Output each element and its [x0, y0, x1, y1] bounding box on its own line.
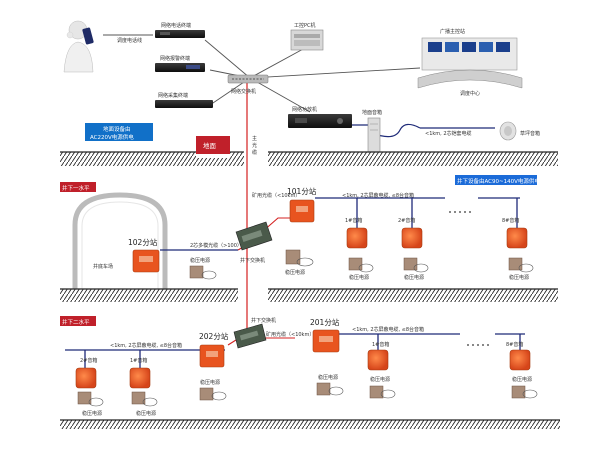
net-switch-label: 网络交换机: [231, 88, 256, 95]
level1-speaker-2-psu: 稳压电源: [404, 274, 424, 281]
main-fiber-label-1: 主: [252, 135, 257, 142]
lawn-speaker-label: 草坪音箱: [520, 130, 540, 137]
main-fiber-label-2: 光: [252, 142, 257, 149]
svg-text:井下设备由AC90~140V电源供电: 井下设备由AC90~140V电源供电: [457, 177, 540, 185]
level1-cables: [160, 197, 520, 251]
station-202-label: 202分站: [199, 331, 229, 341]
level2-right-speaker-1-label: 1#音箱: [372, 341, 389, 348]
level2-left-speaker-2: [75, 367, 104, 407]
level1-speaker-8: [506, 227, 534, 273]
station-101-box: [289, 199, 315, 223]
net-collect-terminal-label: 网络采集终端: [158, 92, 188, 99]
net-switch-device: [227, 74, 269, 84]
level1-ceiling-band: [60, 158, 558, 166]
level2-dots: [467, 344, 489, 346]
station-201-psu: [316, 382, 344, 396]
level2-right-speaker-8-psu: 稳压电源: [512, 376, 532, 383]
surface-cable-label: <1km, 2芯铠套电缆: [425, 130, 472, 137]
level1-power-note: 井下设备由AC90~140V电源供电: [455, 175, 540, 185]
level2-tag: 井下二水平: [60, 316, 96, 326]
level1-switch-label: 井下交换机: [240, 257, 265, 264]
net-collect-terminal-device: [155, 100, 213, 108]
dispatch-phone-line-label: 调度电话线: [117, 37, 142, 44]
net-alarm-terminal-label: 网络报警终端: [160, 55, 190, 62]
level2-ceiling-band: [60, 294, 558, 302]
dispatcher-phone-illustration: [63, 20, 94, 73]
level1-speaker-1-label: 1#音箱: [345, 217, 362, 224]
level2-right-speaker-8: [509, 349, 538, 399]
level2-left-speaker-1: [129, 367, 158, 407]
industrial-pc-label: 工控PC机: [294, 22, 316, 29]
ground-surface-band: 地面: [60, 136, 558, 162]
lawn-speaker-device: [499, 121, 517, 141]
station-201-label: 201分站: [310, 317, 340, 327]
ground-speaker-box-device: [367, 117, 381, 157]
station-102-psu: [189, 265, 217, 280]
shaft-yard-arch: [72, 192, 168, 290]
level2-right-speaker-1: [367, 349, 396, 399]
station-101-psu: [285, 249, 314, 267]
net-amplifier-label: 网络功放机: [292, 106, 317, 113]
level1-speaker-2-label: 2#音箱: [398, 217, 415, 224]
station-101-psu-label: 稳压电源: [285, 269, 305, 276]
level1-speaker-2: [401, 227, 429, 273]
station-202-psu-label: 稳压电源: [200, 379, 220, 386]
level1-speaker-1: [346, 227, 374, 273]
dispatch-center-label: 调度中心: [460, 90, 480, 97]
industrial-pc-device: [290, 29, 324, 51]
net-phone-terminal-device: [155, 30, 205, 38]
station-102-box: [132, 249, 160, 273]
shaft-yard-label: 井底车场: [93, 263, 113, 270]
level2-floor-band: [60, 419, 560, 429]
station-101-cable-label: <1km, 2芯屏蔽电缆, ≤8台音箱: [342, 192, 414, 199]
station-102-label: 102分站: [128, 237, 158, 247]
station-201-box: [312, 329, 340, 353]
ground-power-note: 地面设备由 AC220V电源供电: [85, 123, 153, 141]
station-202-box: [199, 344, 225, 368]
level2-left-speaker-1-label: 1#音箱: [130, 357, 147, 364]
net-amplifier-device: [288, 114, 352, 128]
broadcast-station-label: 广播主控站: [440, 28, 465, 35]
svg-text:AC220V电源供电: AC220V电源供电: [90, 133, 134, 141]
station-202-cable-label: <1km, 2芯屏蔽电缆, ≤8台音箱: [110, 342, 182, 349]
station-202-psu: [199, 387, 227, 401]
net-phone-terminal-label: 网络电话终端: [161, 22, 191, 29]
station-201-cable-label: <1km, 2芯屏蔽电缆, ≤8台音箱: [352, 326, 424, 333]
station-102-cable-label: 2芯多模光缆（>100）: [190, 242, 242, 249]
svg-text:地面设备由: 地面设备由: [103, 125, 131, 133]
level2-fiber-lines: [227, 337, 295, 346]
station-201-psu-label: 稳压电源: [318, 374, 338, 381]
level1-mine-fiber-label: 矿用光缆（<10km）: [252, 192, 300, 199]
svg-text:井下一水平: 井下一水平: [62, 184, 90, 192]
level2-mine-fiber-label: 矿用光缆（<10km）: [266, 331, 314, 338]
main-fiber-label-3: 缆: [252, 149, 257, 156]
level2-mine-switch: [233, 323, 267, 349]
level1-speaker-8-psu: 稳压电源: [509, 274, 529, 281]
station-101-label: 101分站: [287, 186, 317, 196]
level1-speaker-8-label: 8#音箱: [502, 217, 519, 224]
level1-speaker-1-psu: 稳压电源: [349, 274, 369, 281]
ground-speaker-box-label: 地面音箱: [362, 109, 382, 116]
level1-floor-band: [60, 288, 558, 298]
svg-text:井下二水平: 井下二水平: [62, 318, 90, 326]
level2-left-speaker-2-label: 2#音箱: [80, 357, 97, 364]
surface-network-lines: [103, 34, 421, 113]
level2-left-speaker-2-psu: 稳压电源: [82, 410, 102, 417]
level1-mine-switch: [235, 221, 273, 251]
level2-right-speaker-8-label: 8#音箱: [506, 341, 523, 348]
level2-right-speaker-1-psu: 稳压电源: [370, 376, 390, 383]
level1-tag: 井下一水平: [60, 182, 96, 192]
net-alarm-terminal-device: [155, 63, 205, 72]
level2-switch-label: 井下交换机: [251, 317, 276, 324]
station-102-psu-label: 稳压电源: [190, 257, 210, 264]
dispatch-center-illustration: [417, 37, 523, 89]
level2-left-speaker-1-psu: 稳压电源: [136, 410, 156, 417]
ground-tag: 地面: [203, 141, 217, 150]
level1-dots: [449, 211, 471, 213]
